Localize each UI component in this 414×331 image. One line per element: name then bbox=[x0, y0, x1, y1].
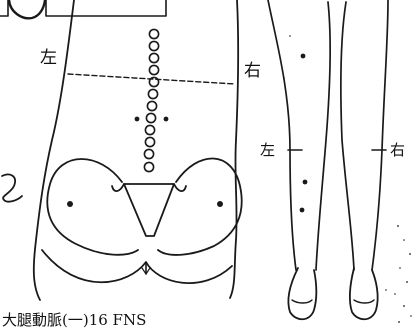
spine-circle bbox=[149, 65, 158, 74]
left-leg-outer bbox=[268, 0, 296, 270]
spine-circle bbox=[145, 137, 154, 146]
point-marker bbox=[67, 201, 73, 207]
spine-circle bbox=[144, 162, 153, 171]
scan-noise bbox=[283, 35, 412, 323]
back-figure bbox=[34, 0, 238, 300]
back-right-outline bbox=[230, 0, 238, 298]
label-right-back: 右 bbox=[244, 61, 261, 81]
spine-circle bbox=[148, 89, 157, 98]
spine-circle bbox=[149, 29, 158, 38]
label-right-legs: 右 bbox=[390, 141, 405, 159]
footer-caption: 大腿動脈(一)16 FNS bbox=[2, 311, 146, 329]
back-left-outline bbox=[34, 0, 74, 300]
buttocks bbox=[42, 158, 242, 283]
right-leg-inner bbox=[341, 2, 354, 270]
point-marker bbox=[164, 117, 169, 122]
spine-circle bbox=[149, 77, 158, 86]
point-marker bbox=[217, 201, 223, 207]
sacrum-triangle bbox=[124, 184, 174, 236]
right-leg-outer bbox=[372, 0, 388, 270]
label-left-legs: 左 bbox=[260, 141, 275, 159]
spine-circle bbox=[146, 113, 155, 122]
point-marker bbox=[300, 208, 305, 213]
spine-circles bbox=[144, 29, 158, 171]
buttock-left-outline bbox=[47, 159, 138, 255]
spine-circle bbox=[147, 101, 156, 110]
buttock-right-outline bbox=[158, 158, 242, 254]
point-marker bbox=[303, 180, 308, 185]
point-marker bbox=[301, 54, 306, 59]
label-left-back: 左 bbox=[40, 48, 57, 68]
gluteal-fold bbox=[42, 250, 232, 283]
margin-scribble bbox=[2, 174, 22, 201]
point-marker bbox=[135, 117, 140, 122]
left-leg-inner bbox=[316, 2, 330, 270]
spine-circle bbox=[149, 41, 158, 50]
top-frame-box bbox=[0, 0, 166, 18]
left-foot bbox=[288, 268, 316, 319]
spine-circle bbox=[145, 125, 154, 134]
right-foot bbox=[350, 268, 378, 319]
spine-circle bbox=[144, 149, 153, 158]
legs-figure bbox=[268, 0, 388, 319]
spine-circle bbox=[149, 53, 158, 62]
